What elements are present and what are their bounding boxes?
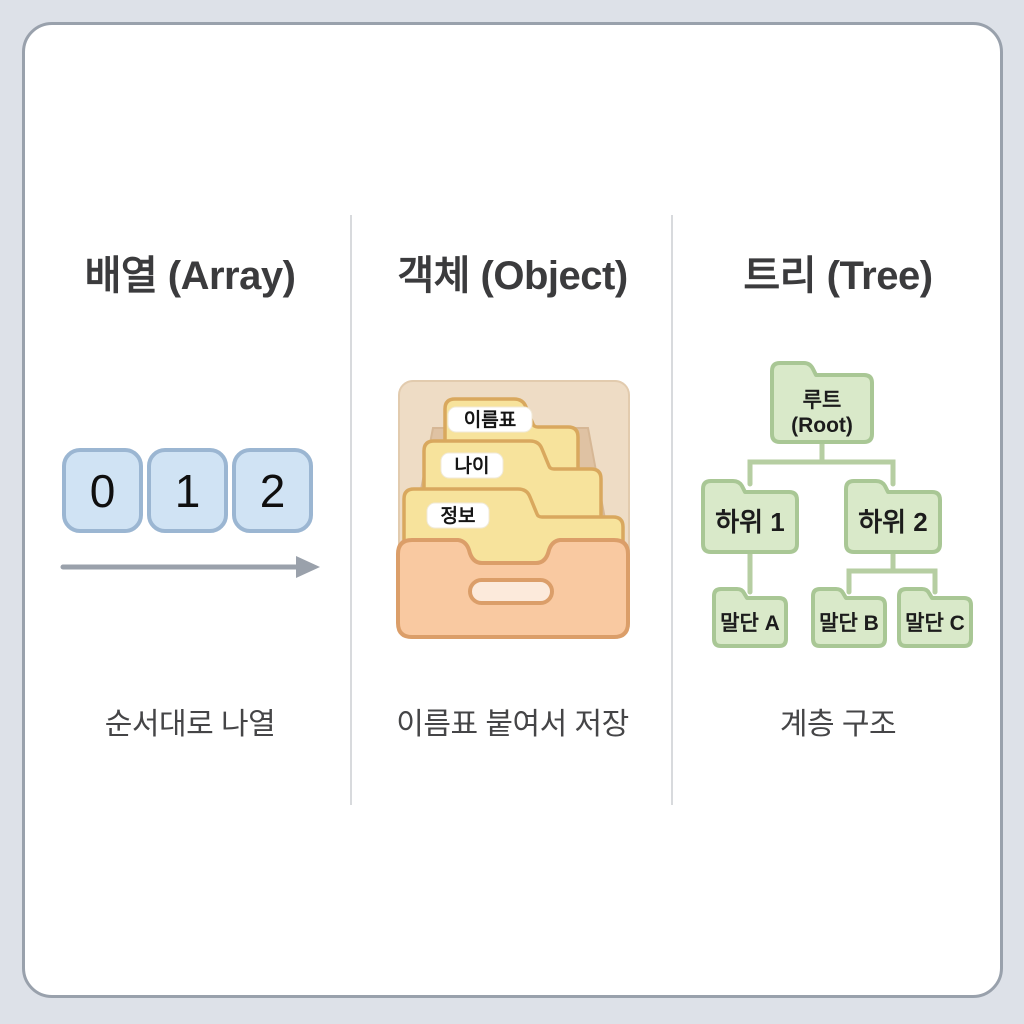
tree-node-child1 (701, 479, 799, 554)
folder-label-age: 나이 (455, 455, 490, 477)
array-cell-2: 2 (232, 448, 313, 533)
tree-connector-child2 (846, 547, 938, 595)
tree-node-root-label: 루트 (803, 389, 842, 412)
tree-node-leaf-b-label: 말단 B (819, 612, 879, 635)
array-cell-0: 0 (62, 448, 143, 533)
drawer-handle (468, 578, 554, 605)
column-divider-right (671, 215, 673, 805)
tree-node-leaf-c (897, 587, 973, 648)
tree-node-leaf-c-label: 말단 C (905, 612, 965, 635)
drawer-illustration: 이름표 나이 정보 (396, 380, 630, 639)
folder-label-pill-info (426, 502, 490, 529)
tree-node-child2 (844, 479, 942, 554)
tree-column-title: 트리 (Tree) (743, 254, 933, 298)
tree-node-leaf-b (811, 587, 887, 648)
folder-label-name: 이름표 (464, 409, 516, 431)
folder-label-info: 정보 (441, 505, 476, 527)
array-cell-1: 1 (147, 448, 228, 533)
folder-label-pill-name (447, 406, 533, 433)
object-caption: 이름표 붙여서 저장 (396, 708, 629, 741)
tree-node-root (770, 361, 874, 444)
array-column-title: 배열 (Array) (84, 254, 296, 298)
tree-node-child2-label: 하위 2 (858, 507, 928, 537)
tree-connector-root (747, 437, 896, 487)
folder-label-pill-age (440, 452, 504, 479)
tree-caption: 계층 구조 (779, 708, 897, 741)
tree-node-leaf-a-label: 말단 A (720, 612, 780, 635)
tree-node-child1-label: 하위 1 (715, 507, 785, 537)
object-column-title: 객체 (Object) (397, 254, 628, 298)
tree-illustration: 루트 (Root) 하위 1 하위 2 말단 A 말단 B 말단 C (701, 361, 973, 648)
array-caption: 순서대로 나열 (104, 708, 276, 741)
tree-node-root-sublabel: (Root) (791, 414, 853, 437)
tree-node-leaf-a (712, 587, 788, 648)
order-arrow-icon (60, 556, 320, 578)
column-divider-left (350, 215, 352, 805)
